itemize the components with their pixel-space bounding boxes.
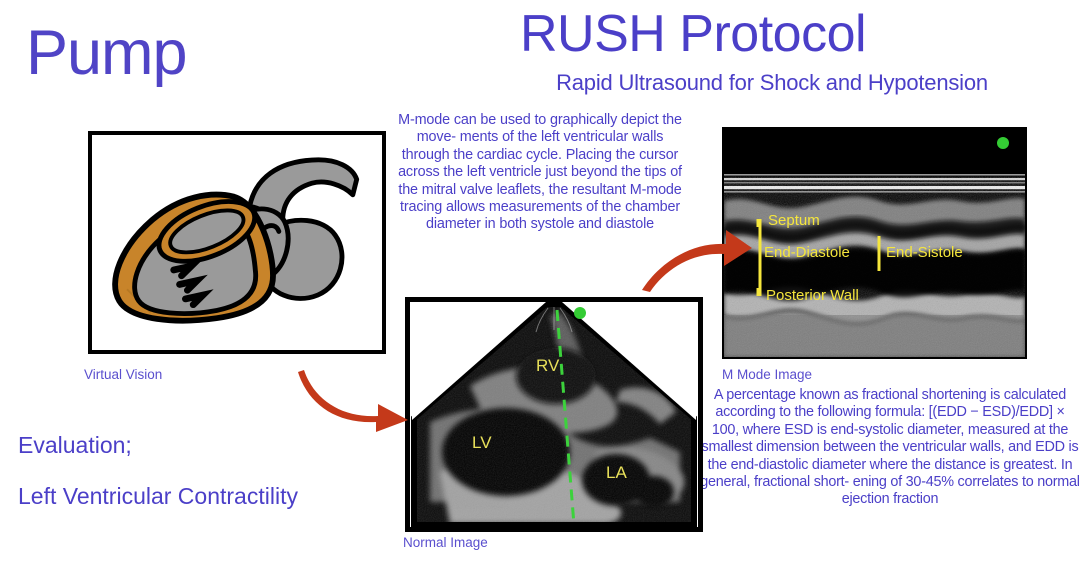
- normal-image-caption: Normal Image: [403, 535, 488, 550]
- label-la: LA: [606, 463, 627, 482]
- label-end-systole: End-Sistole: [886, 244, 963, 261]
- m-mode-image-figure: Septum End-Diastole End-Sistole Posterio…: [722, 127, 1027, 359]
- label-posterior-wall: Posterior Wall: [766, 287, 859, 304]
- caliper-end-diastole: [756, 219, 762, 296]
- arrow-normal-image-to-m-mode: [638, 226, 754, 294]
- page-subtitle: Rapid Ultrasound for Shock and Hypotensi…: [556, 70, 988, 95]
- page-title: RUSH Protocol: [520, 5, 867, 63]
- curved-arrow-right-icon: [298, 370, 408, 432]
- label-septum: Septum: [768, 212, 820, 229]
- curved-arrow-right-icon: [642, 230, 752, 292]
- page-section-title: Pump: [26, 18, 188, 88]
- label-rv: RV: [536, 356, 560, 375]
- normal-image-figure: RV LV LA: [405, 297, 703, 532]
- label-lv: LV: [472, 433, 492, 452]
- fractional-shortening-text: A percentage known as fractional shorten…: [700, 387, 1080, 508]
- echo-sector-image: RV LV LA: [410, 302, 698, 527]
- m-mode-tracing-image: Septum End-Diastole End-Sistole Posterio…: [724, 129, 1025, 357]
- virtual-vision-caption: Virtual Vision: [84, 367, 163, 382]
- orientation-marker-dot: [574, 307, 586, 319]
- arrow-virtual-vision-to-normal-image: [296, 366, 414, 432]
- orientation-marker-dot: [997, 137, 1009, 149]
- m-mode-image-caption: M Mode Image: [722, 367, 813, 382]
- evaluation-topic: Left Ventricular Contractility: [18, 483, 298, 509]
- virtual-vision-figure: [88, 131, 386, 354]
- label-end-diastole: End-Diastole: [764, 244, 850, 261]
- heart-illustration: [112, 157, 360, 324]
- evaluation-label: Evaluation;: [18, 432, 132, 458]
- mmode-explanation-text: M-mode can be used to graphically depict…: [398, 112, 682, 233]
